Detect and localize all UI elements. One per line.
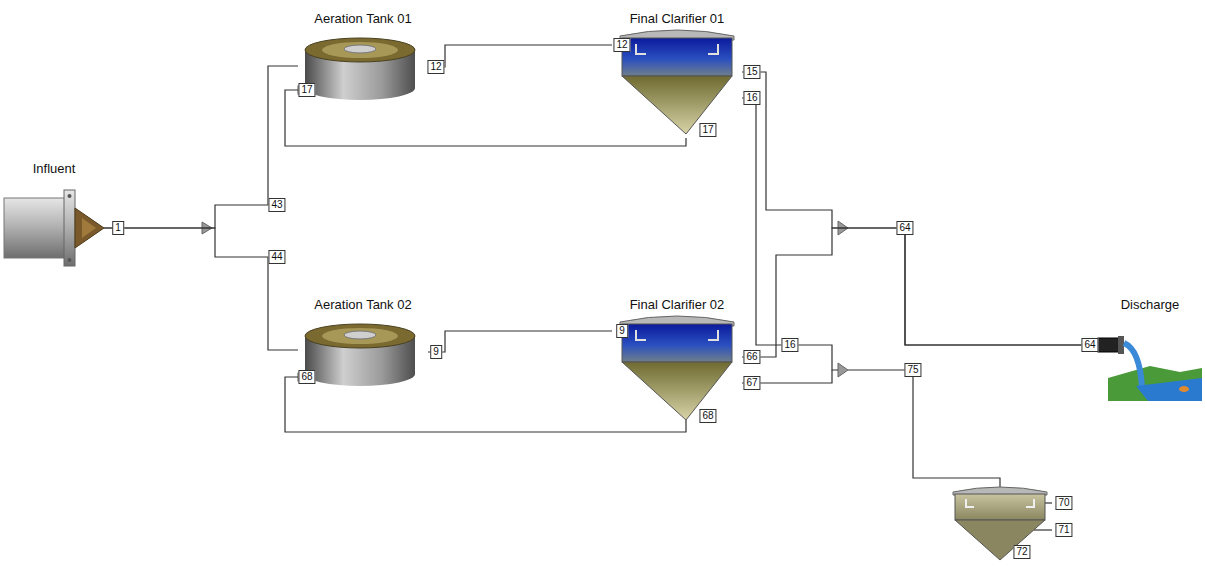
- unit-node: Aeration Tank 02: [298, 296, 428, 392]
- sludge-line: [1034, 529, 1052, 530]
- discharge-icon: [1108, 366, 1202, 401]
- stream-number: 68: [298, 370, 315, 384]
- clarifier-icon: [636, 44, 718, 54]
- sludge-line: [1045, 502, 1052, 503]
- stream-number: 9: [616, 324, 628, 338]
- unit-title: Aeration Tank 01: [298, 10, 428, 27]
- aeration-tank-icon: [298, 324, 415, 386]
- unit-title: Final Clarifier 01: [612, 10, 742, 27]
- stream-number: 67: [743, 376, 760, 390]
- influent-pipe: [82, 218, 96, 238]
- unit-node: Discharge: [1098, 296, 1202, 402]
- stream-number: 17: [298, 83, 315, 97]
- aeration-tank-icon: [344, 331, 376, 339]
- influent-pipe: [75, 208, 104, 248]
- stream-number: 64: [896, 221, 913, 235]
- aeration-tank-icon: [305, 76, 415, 100]
- sludge-line: [848, 370, 1000, 490]
- unit-title: Discharge: [1098, 296, 1202, 313]
- stream-number: 75: [904, 363, 921, 377]
- stream-number: 66: [743, 350, 760, 364]
- discharge-icon: [1124, 343, 1142, 388]
- thickener-icon: [955, 520, 1045, 560]
- sludge-line: [742, 98, 838, 370]
- stream-number: 44: [268, 250, 285, 264]
- influent-pipe: [68, 258, 72, 262]
- stream-number: 43: [268, 198, 285, 212]
- stream-number: 16: [781, 338, 798, 352]
- stream-number: 9: [430, 345, 442, 359]
- aeration-tank-icon: [322, 42, 398, 58]
- thickener-icon: [966, 499, 1034, 507]
- clarifier-icon: [620, 316, 734, 420]
- flow-line: [104, 66, 298, 228]
- stream-number: 15: [743, 65, 760, 79]
- clarifier-icon: [620, 30, 734, 134]
- unit-title: Aeration Tank 02: [298, 296, 428, 313]
- stream-number: 12: [613, 38, 630, 52]
- stream-number: 72: [1013, 545, 1030, 559]
- aeration-tank-icon: [305, 38, 415, 62]
- discharge-icon: [1098, 336, 1202, 401]
- stream-number: 71: [1055, 523, 1072, 537]
- clarifier-icon: [636, 330, 718, 340]
- flow-line: [428, 45, 612, 67]
- stream-number: 64: [1081, 338, 1098, 352]
- flow-line: [285, 377, 686, 432]
- stream-number: 68: [699, 409, 716, 423]
- stream-number: 17: [699, 123, 716, 137]
- unit-node: Final Clarifier 02: [612, 296, 742, 420]
- aeration-tank-icon: [305, 362, 415, 386]
- unit-node: Aeration Tank 01: [298, 10, 428, 110]
- thickener-icon: [953, 487, 1047, 560]
- aeration-tank-icon: [322, 328, 398, 344]
- stream-number: 16: [743, 91, 760, 105]
- influent-pipe: [64, 190, 75, 266]
- stream-number: 1: [112, 221, 124, 235]
- unit-title: Influent: [4, 160, 104, 177]
- thickener-icon: [955, 494, 1045, 520]
- unit-node: Final Clarifier 01: [612, 10, 742, 138]
- discharge-icon: [1179, 386, 1189, 392]
- influent-pipe: [4, 198, 66, 258]
- clarifier-icon: [622, 38, 732, 76]
- flow-line: [428, 331, 612, 352]
- aeration-tank-icon: [298, 38, 415, 100]
- flow-line: [104, 228, 298, 350]
- flow-line: [742, 228, 1098, 357]
- stream-number: 70: [1055, 496, 1072, 510]
- aeration-tank-icon: [305, 324, 415, 348]
- unit-title: Final Clarifier 02: [612, 296, 742, 313]
- influent-pipe: [68, 194, 72, 198]
- unit-node: Influent: [4, 160, 104, 268]
- stream-number: 12: [427, 60, 444, 74]
- influent-pipe: [4, 190, 104, 266]
- aeration-tank-icon: [344, 45, 376, 53]
- sludge-line: [742, 98, 1052, 530]
- discharge-icon: [1118, 336, 1124, 354]
- flow-line: [742, 72, 1098, 345]
- combiner: [838, 363, 848, 377]
- discharge-icon: [1136, 378, 1202, 401]
- clarifier-icon: [622, 324, 732, 362]
- flow-line: [285, 90, 686, 146]
